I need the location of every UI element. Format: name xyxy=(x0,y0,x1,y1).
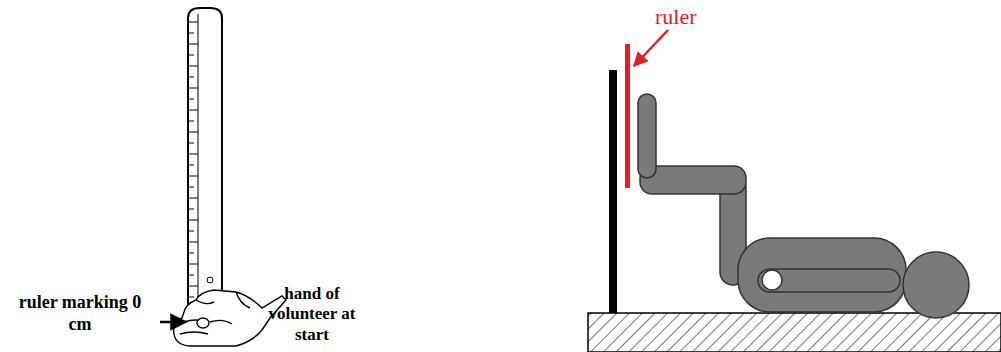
ruler-tick xyxy=(188,99,194,100)
ruler-tick xyxy=(188,165,194,166)
ruler-tick xyxy=(188,264,198,265)
ruler-tick xyxy=(188,253,194,254)
ruler-tick xyxy=(188,286,198,287)
ruler-tick xyxy=(188,220,198,221)
ruler-tick xyxy=(188,242,198,243)
hand-label: hand of volunteer at start xyxy=(258,284,366,345)
ruler-mark-label: ruler marking 0 cm xyxy=(5,292,155,335)
ground xyxy=(588,313,1001,352)
ruler-tick xyxy=(188,154,198,155)
ruler-tick xyxy=(188,22,198,23)
ruler-tick xyxy=(188,110,198,111)
wall xyxy=(609,70,617,313)
ruler-tick xyxy=(188,66,198,67)
ruler-tick xyxy=(188,176,198,177)
ruler-tick xyxy=(188,297,194,298)
ruler-tick xyxy=(188,44,198,45)
ruler-tick xyxy=(188,88,198,89)
ruler-tick xyxy=(188,77,194,78)
ruler-tick xyxy=(188,121,194,122)
ruler-pointer xyxy=(634,30,668,66)
ruler-label: ruler xyxy=(655,4,735,30)
ruler-tick xyxy=(188,209,194,210)
ruler xyxy=(625,44,630,188)
ruler-tick xyxy=(188,55,194,56)
volunteer-figure xyxy=(638,94,969,318)
ruler-tick xyxy=(188,143,194,144)
pointer-arrow xyxy=(160,321,186,324)
ruler-tick xyxy=(188,187,194,188)
ruler-tick xyxy=(188,198,198,199)
ruler-tick xyxy=(188,231,194,232)
ruler-tick xyxy=(188,33,194,34)
ruler-tick xyxy=(188,275,194,276)
ruler-tick xyxy=(188,132,198,133)
